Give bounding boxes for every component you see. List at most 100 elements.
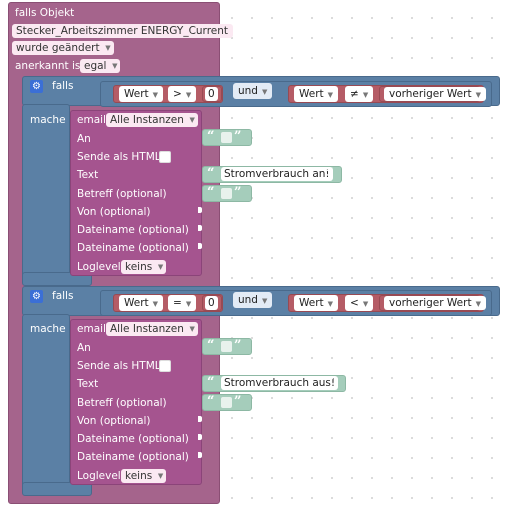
chevron-down-icon: ▼	[475, 300, 481, 308]
email-block-1[interactable]	[70, 110, 202, 276]
rhs2-dropdown[interactable]: vorheriger Wert▼	[384, 296, 486, 310]
open-quote-icon: “	[207, 185, 215, 200]
text-label: Text	[77, 169, 99, 181]
chevron-down-icon: ▼	[327, 91, 334, 99]
chevron-down-icon: ▼	[362, 300, 369, 308]
do-label: mache	[30, 114, 66, 126]
chevron-down-icon: ▼	[152, 91, 159, 99]
chevron-down-icon: ▼	[189, 325, 195, 333]
op2-dropdown[interactable]: ≠▼	[345, 86, 374, 102]
rhs2-dropdown[interactable]: vorheriger Wert▼	[384, 87, 486, 101]
trigger-dropdown[interactable]: wurde geändert▼	[12, 41, 114, 55]
html-checkbox[interactable]	[159, 360, 171, 372]
ack-dropdown[interactable]: egal ▼	[80, 59, 121, 73]
rhs2-value: vorheriger Wert	[389, 297, 472, 309]
lhs-dropdown[interactable]: Wert▼	[119, 86, 164, 102]
ack-label: anerkannt ist	[15, 60, 85, 72]
open-quote-icon: “	[207, 166, 215, 181]
input-socket	[198, 207, 202, 213]
chevron-down-icon: ▼	[152, 300, 159, 308]
close-quote-icon: ”	[234, 394, 242, 409]
close-quote-icon: ”	[330, 375, 338, 390]
loglevel-label: Loglevel	[77, 470, 121, 482]
to-text-input[interactable]	[221, 341, 232, 352]
op2-value: <	[350, 297, 359, 309]
instance-dropdown[interactable]: Alle Instanzen ▼	[106, 113, 198, 127]
ack-value: egal	[84, 60, 107, 72]
op-dropdown[interactable]: >▼	[168, 86, 197, 102]
email-label: email	[77, 114, 106, 126]
logic-value: und	[238, 85, 258, 97]
gear-icon[interactable]: ⚙	[30, 80, 43, 93]
chevron-down-icon: ▼	[112, 62, 118, 70]
chevron-down-icon: ▼	[261, 88, 268, 96]
text-input[interactable]: Stromverbrauch aus!	[221, 376, 339, 390]
to-label: An	[77, 342, 91, 354]
if-label: falls	[52, 290, 74, 302]
rhs2-value: vorheriger Wert	[389, 88, 472, 100]
close-quote-icon: ”	[234, 185, 242, 200]
chevron-down-icon: ▼	[185, 91, 192, 99]
from-label: Von (optional)	[77, 206, 151, 218]
open-quote-icon: “	[207, 394, 215, 409]
email-block-2[interactable]	[70, 319, 202, 485]
chevron-down-icon: ▼	[475, 91, 481, 99]
chevron-down-icon: ▼	[157, 472, 164, 480]
do-label: mache	[30, 323, 66, 335]
if-block-2-body	[22, 314, 70, 494]
instance-value: Alle Instanzen	[110, 323, 184, 335]
file1-label: Dateiname (optional)	[77, 433, 189, 445]
subject-text-input[interactable]	[221, 397, 232, 408]
close-quote-icon: ”	[234, 129, 242, 144]
logic-value: und	[238, 294, 258, 306]
if-block-1-body	[22, 104, 70, 284]
chevron-down-icon: ▼	[185, 300, 192, 308]
close-quote-icon: ”	[234, 338, 242, 353]
subject-text-input[interactable]	[221, 188, 232, 199]
input-socket	[198, 452, 202, 458]
gear-icon[interactable]: ⚙	[30, 290, 43, 303]
subject-label: Betreff (optional)	[77, 397, 167, 409]
op2-dropdown[interactable]: <▼	[345, 295, 374, 311]
file2-label: Dateiname (optional)	[77, 242, 189, 254]
rhs-number[interactable]: 0	[205, 87, 218, 101]
op-dropdown[interactable]: =▼	[168, 295, 197, 311]
from-label: Von (optional)	[77, 415, 151, 427]
loglevel-dropdown[interactable]: keins▼	[121, 469, 167, 483]
logic-dropdown[interactable]: und▼	[233, 292, 273, 308]
chevron-down-icon: ▼	[189, 116, 195, 124]
text-input[interactable]: Stromverbrauch an!	[221, 167, 333, 181]
to-text-input[interactable]	[221, 132, 232, 143]
lhs2-value: Wert	[299, 88, 324, 100]
html-checkbox[interactable]	[159, 151, 171, 163]
loglevel-dropdown[interactable]: keins▼	[121, 260, 167, 274]
file1-label: Dateiname (optional)	[77, 224, 189, 236]
lhs-dropdown[interactable]: Wert▼	[119, 295, 164, 311]
input-socket	[198, 243, 202, 249]
object-id-field[interactable]: Stecker_Arbeitszimmer ENERGY_Current	[12, 24, 234, 38]
instance-value: Alle Instanzen	[110, 114, 184, 126]
lhs2-dropdown[interactable]: Wert▼	[294, 295, 339, 311]
loglevel-value: keins	[125, 261, 153, 273]
loglevel-label: Loglevel	[77, 261, 121, 273]
rhs-number[interactable]: 0	[205, 296, 218, 310]
chevron-down-icon: ▼	[362, 91, 369, 99]
text-label: Text	[77, 378, 99, 390]
lhs2-value: Wert	[299, 297, 324, 309]
op2-value: ≠	[350, 88, 359, 100]
op-value: =	[173, 297, 182, 309]
lhs2-dropdown[interactable]: Wert▼	[294, 86, 339, 102]
input-socket	[198, 225, 202, 231]
input-socket	[198, 416, 202, 422]
input-socket	[198, 434, 202, 440]
if-block-2-foot	[22, 482, 92, 496]
instance-dropdown[interactable]: Alle Instanzen ▼	[106, 322, 198, 336]
open-quote-icon: “	[207, 338, 215, 353]
chevron-down-icon: ▼	[105, 44, 111, 52]
op-value: >	[173, 88, 182, 100]
chevron-down-icon: ▼	[261, 297, 268, 305]
subject-label: Betreff (optional)	[77, 188, 167, 200]
html-label: Sende als HTML	[77, 151, 161, 163]
html-label: Sende als HTML	[77, 360, 161, 372]
logic-dropdown[interactable]: und▼	[233, 83, 273, 99]
